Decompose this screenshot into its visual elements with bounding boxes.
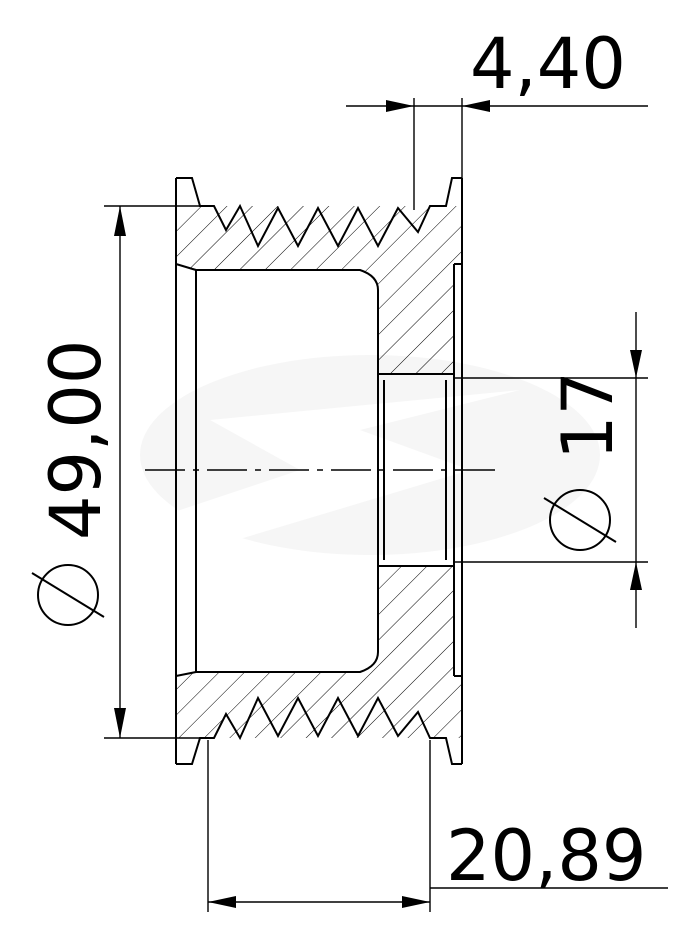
width-label: 20,89 [446,815,646,897]
dim-width: 20,89 [207,740,668,912]
dim-flange-offset: 4,40 [346,23,648,210]
dim-bore-diameter: 17 [454,312,648,628]
dim-outer-diameter: 49,00 [31,205,200,739]
flange-offset-label: 4,40 [470,23,626,105]
watermark-logo [140,355,600,560]
top-grooves [176,177,462,249]
diameter-symbol-icon [31,564,105,626]
bottom-grooves [176,695,462,765]
pulley-outline [175,178,463,764]
section-hatching [176,206,462,738]
outer-diameter-label: 49,00 [35,340,117,540]
diameter-symbol-icon [543,489,617,551]
bore-diameter-label: 17 [547,371,629,460]
